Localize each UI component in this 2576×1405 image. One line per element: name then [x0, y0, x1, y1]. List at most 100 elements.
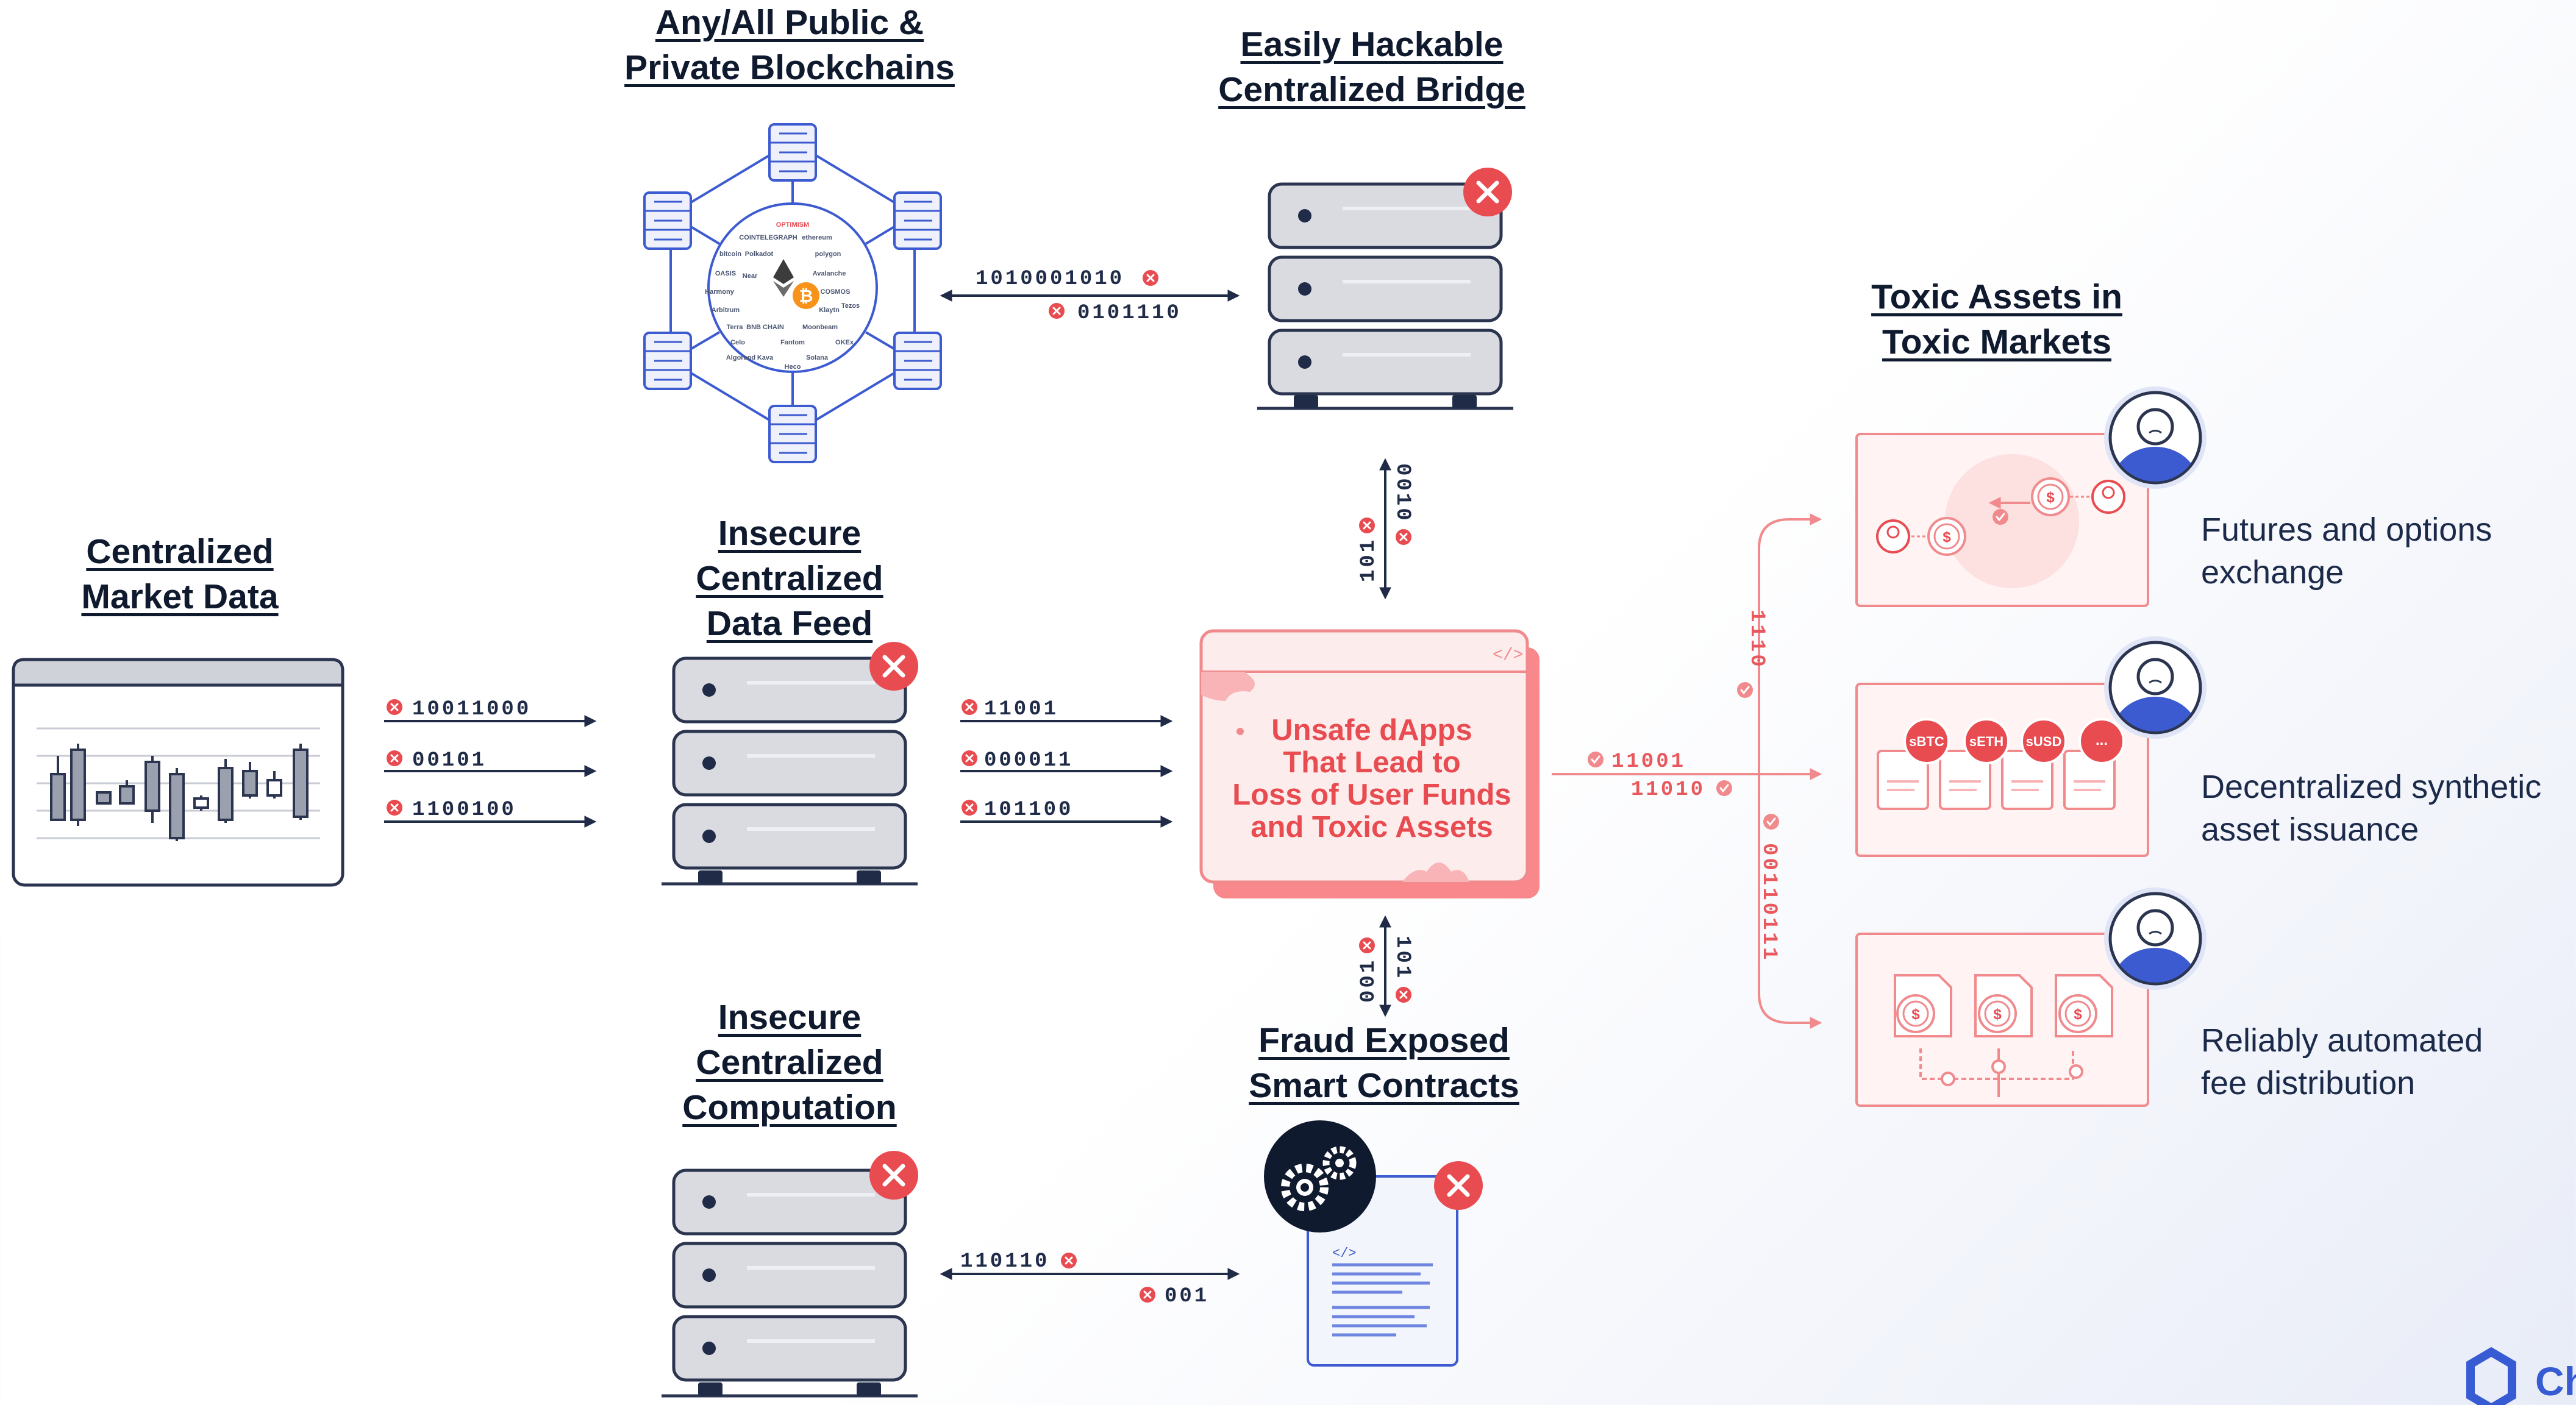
chain-logo-label: Solana [806, 354, 829, 361]
heading-line: Fraud Exposed [1258, 1021, 1510, 1060]
candlestick-series [50, 744, 309, 841]
chain-logo-label: Fantom [780, 339, 805, 346]
error-x-icon [1141, 269, 1160, 287]
chain-logo-label: Terra [727, 324, 744, 331]
dapp-line: and Toxic Assets [1251, 811, 1493, 844]
dapp-line: That Lead to [1283, 746, 1461, 779]
token-seth: sETH [1969, 734, 2003, 749]
heading-line: Data Feed [706, 604, 873, 643]
error-x-icon [869, 1151, 918, 1200]
heading-line: Smart Contracts [1249, 1066, 1519, 1105]
candle-body [242, 770, 258, 797]
user-avatar-icon [2104, 636, 2207, 739]
heading-line: Computation [682, 1088, 897, 1127]
use-case-line: Futures and options [2201, 511, 2492, 548]
gears-icon [1264, 1120, 1376, 1232]
computation-server-icon [662, 1170, 918, 1398]
chain-logo-label: Heco [785, 363, 801, 371]
bits-market-0: 10011000 [412, 698, 531, 721]
chain-logo-label: OKEx [835, 339, 854, 346]
heading-line: Centralized [86, 532, 274, 571]
heading-line: Centralized Bridge [1218, 70, 1525, 109]
chain-logo-label: OASIS [715, 270, 736, 277]
use-case-line: Decentralized synthetic [2201, 769, 2542, 805]
bits-out-top: 11001 [1611, 750, 1686, 774]
candle-body [96, 791, 112, 805]
bits-bridge-bottom: 0101110 [1077, 302, 1182, 325]
futures-exchange-panel [1855, 433, 2149, 607]
chain-logo-label: OPTIMISM [776, 221, 809, 229]
heading-line: Centralized [696, 559, 883, 598]
heading-line: Any/All Public & [655, 3, 924, 42]
user-avatar-icon [2104, 887, 2207, 990]
heading-line: Centralized [696, 1043, 883, 1082]
candle-body [119, 785, 135, 805]
candle-body [193, 797, 209, 809]
bits-branch-up: 1110 [1745, 610, 1768, 669]
bits-bridge-top: 1010001010 [976, 268, 1124, 291]
toxic-branch-arrows [1552, 513, 1822, 1029]
check-icon [1736, 681, 1754, 699]
connector-arrows [384, 290, 1391, 1280]
chain-logo-label: Avalanche [813, 270, 846, 277]
chain-logo-label: COINTELEGRAPH [739, 234, 797, 241]
chain-logo-label: COSMOS [821, 288, 851, 296]
user-avatar-icon [2104, 386, 2207, 489]
chain-logo-label: Tezos [841, 302, 860, 310]
svg-text:</>: </> [1332, 1246, 1357, 1261]
use-case-line: exchange [2201, 554, 2344, 591]
dapp-window [1199, 629, 1540, 898]
bits-branch-down: 00110111 [1757, 843, 1780, 962]
use-case-synthetic: Decentralized synthetic asset issuance [2201, 766, 2573, 851]
chain-logo-label: Kava [757, 354, 774, 361]
bits-contract-vertical-left: 001 [1357, 958, 1380, 1003]
chain-logo-label: Polkadot [745, 251, 774, 258]
chain-logo-label: Celo [730, 339, 745, 346]
error-x-icon [1394, 528, 1413, 546]
data-feed-server-icon [662, 658, 918, 886]
chain-logo-label: Near [743, 272, 758, 280]
error-x-icon [1060, 1251, 1078, 1270]
dapp-line: Loss of User Funds [1232, 778, 1511, 811]
error-x-icon [385, 749, 404, 767]
bits-feed-2: 101100 [984, 799, 1073, 822]
heading-line: Easily Hackable [1240, 25, 1504, 64]
candle-body [70, 749, 86, 821]
bits-computation-bottom: 001 [1165, 1285, 1209, 1308]
chain-logo-label: ethereum [802, 234, 832, 241]
error-x-icon [1047, 302, 1066, 320]
brand-name: Ch [2535, 1359, 2576, 1404]
candle-body [169, 773, 185, 839]
token-sbtc: sBTC [1909, 734, 1944, 749]
use-case-line: Reliably automated [2201, 1022, 2483, 1059]
error-x-icon [869, 642, 918, 691]
error-x-icon [960, 749, 979, 767]
use-case-line: fee distribution [2201, 1065, 2416, 1101]
heading-bridge: Easily Hackable Centralized Bridge [1183, 22, 1561, 112]
bits-feed-1: 000011 [984, 749, 1073, 772]
bits-market-2: 1100100 [412, 799, 516, 822]
bits-contract-vertical-right: 101 [1391, 936, 1414, 980]
fee-distribution-panel [1855, 933, 2149, 1107]
error-x-icon [1358, 516, 1376, 535]
error-x-icon [1394, 986, 1413, 1004]
error-x-icon [960, 698, 979, 716]
error-x-icon [960, 799, 979, 817]
chain-logo-label: polygon [815, 251, 841, 258]
svg-text:₿: ₿ [799, 286, 813, 305]
heading-computation: Insecure Centralized Computation [646, 995, 933, 1130]
check-icon [1762, 813, 1780, 831]
bits-bridge-vertical-right: 0010 [1391, 463, 1414, 523]
dapp-warning-text: Unsafe dApps That Lead to Loss of User F… [1210, 714, 1533, 844]
chain-logo-label: Algorand [726, 354, 755, 361]
heading-blockchains: Any/All Public & Private Blockchains [604, 0, 976, 90]
heading-data-feed: Insecure Centralized Data Feed [652, 511, 927, 646]
error-x-icon [1358, 936, 1376, 955]
chainlink-logo-icon [2466, 1346, 2516, 1405]
candle-body [144, 761, 160, 812]
synthetic-asset-panel [1855, 683, 2149, 857]
dapp-code-tag: </> [1493, 646, 1523, 665]
error-x-icon [1463, 168, 1512, 216]
